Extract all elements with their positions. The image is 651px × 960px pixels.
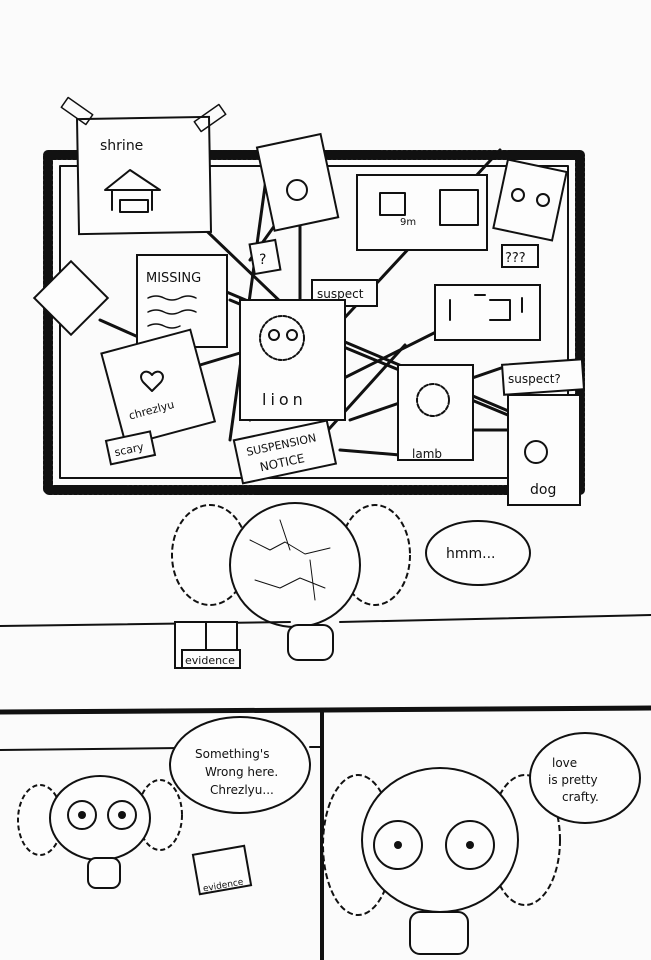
speech-bubble-love-crafty: love is pretty crafty. [529, 732, 641, 824]
note-lamb: lamb [397, 364, 474, 461]
note-chrezlyu: chrezlyu [100, 328, 217, 447]
evidence-box-top: evidence [174, 621, 241, 669]
note-scary-label: scary [113, 440, 145, 459]
character-front-large [322, 767, 561, 955]
note-lamb-label: lamb [412, 447, 442, 461]
note-suspect-question: suspect? [500, 358, 586, 396]
note-diamond [32, 259, 110, 337]
note-unknown: ??? [501, 244, 539, 268]
note-scary: scary [104, 430, 157, 466]
panel-bottom-right: love is pretty crafty. [322, 732, 641, 955]
note-missing: MISSING [136, 254, 228, 348]
note-lion-label: lion [262, 390, 307, 409]
note-owl [255, 132, 340, 232]
note-map: 9m [356, 174, 488, 251]
note-suspension: SUSPENSION NOTICE [232, 419, 338, 485]
note-shrine: shrine [60, 96, 227, 236]
note-missing-label: MISSING [146, 271, 201, 286]
speech-bubble-hmm: hmm... [425, 520, 531, 586]
note-dog-label: dog [530, 482, 556, 498]
note-suspect-question-label: suspect? [508, 372, 561, 386]
note-question: ? [248, 238, 282, 276]
speech-line-3: Chrezlyu... [210, 783, 274, 797]
speech-line-1: love [552, 756, 577, 770]
evidence-label-top: evidence [185, 654, 235, 667]
note-question-label: ? [259, 252, 266, 268]
note-distance-label: 9m [400, 217, 416, 228]
speech-bubble-something-wrong: Something's Wrong here. Chrezlyu... [169, 716, 311, 814]
table-edge [0, 614, 651, 627]
evidence-box-small: evidence [191, 844, 253, 896]
panel-border-horizontal [0, 705, 651, 715]
character-front-small [17, 775, 183, 889]
character-back [171, 502, 411, 661]
speech-line-1: Something's [195, 747, 269, 761]
panel-top: shrine ? 9m ??? MI [0, 96, 651, 669]
note-unknown-label: ??? [505, 251, 526, 266]
note-maze [434, 284, 541, 341]
speech-hmm-text: hmm... [446, 546, 496, 562]
panel-bottom-left: Something's Wrong here. Chrezlyu... evid… [0, 716, 323, 896]
speech-line-2: Wrong here. [205, 765, 278, 779]
speech-line-3: crafty. [562, 790, 599, 804]
note-shrine-label: shrine [100, 138, 143, 154]
note-suspect-label: suspect [317, 287, 364, 301]
note-dog: dog [507, 394, 581, 506]
note-mask [492, 158, 568, 242]
speech-line-2: is pretty [548, 773, 598, 787]
note-lion: lion [239, 299, 346, 421]
